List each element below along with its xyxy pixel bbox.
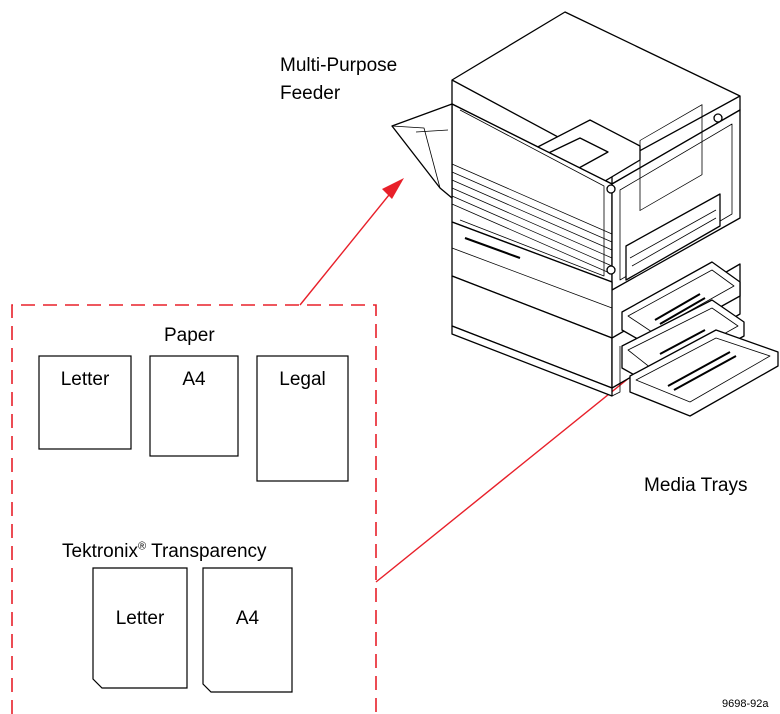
media-box-dashed-border	[11, 304, 377, 714]
registered-mark: ®	[138, 540, 147, 553]
paper-legal-label: Legal	[279, 369, 326, 390]
transparency-brand: Tektronix	[62, 541, 139, 562]
paper-sheet-letter	[38, 355, 132, 450]
transparency-a4-label: A4	[235, 608, 260, 629]
transparency-letter-label: Letter	[115, 608, 165, 629]
paper-sheet-legal	[256, 355, 349, 482]
feeder-arrowhead	[382, 178, 404, 199]
transparency-word: Transparency	[146, 541, 267, 562]
paper-letter-label: Letter	[60, 369, 110, 390]
feeder-label-line1: Multi-Purpose	[280, 55, 398, 76]
paper-heading: Paper	[164, 325, 215, 346]
paper-a4-label: A4	[182, 369, 206, 390]
trays-arrow-line	[375, 364, 646, 583]
feeder-label-line2: Feeder	[280, 83, 341, 104]
figure-code: 9698-92a	[722, 698, 769, 710]
printer-illustration	[391, 11, 779, 417]
paper-sheet-a4	[149, 355, 239, 457]
transparency-sheet-letter	[92, 567, 188, 689]
feeder-arrow-line	[299, 189, 394, 306]
transparency-heading: Tektronix® Transparency	[62, 540, 267, 564]
transparency-sheet-a4	[202, 567, 293, 693]
media-trays-label: Media Trays	[644, 475, 748, 496]
